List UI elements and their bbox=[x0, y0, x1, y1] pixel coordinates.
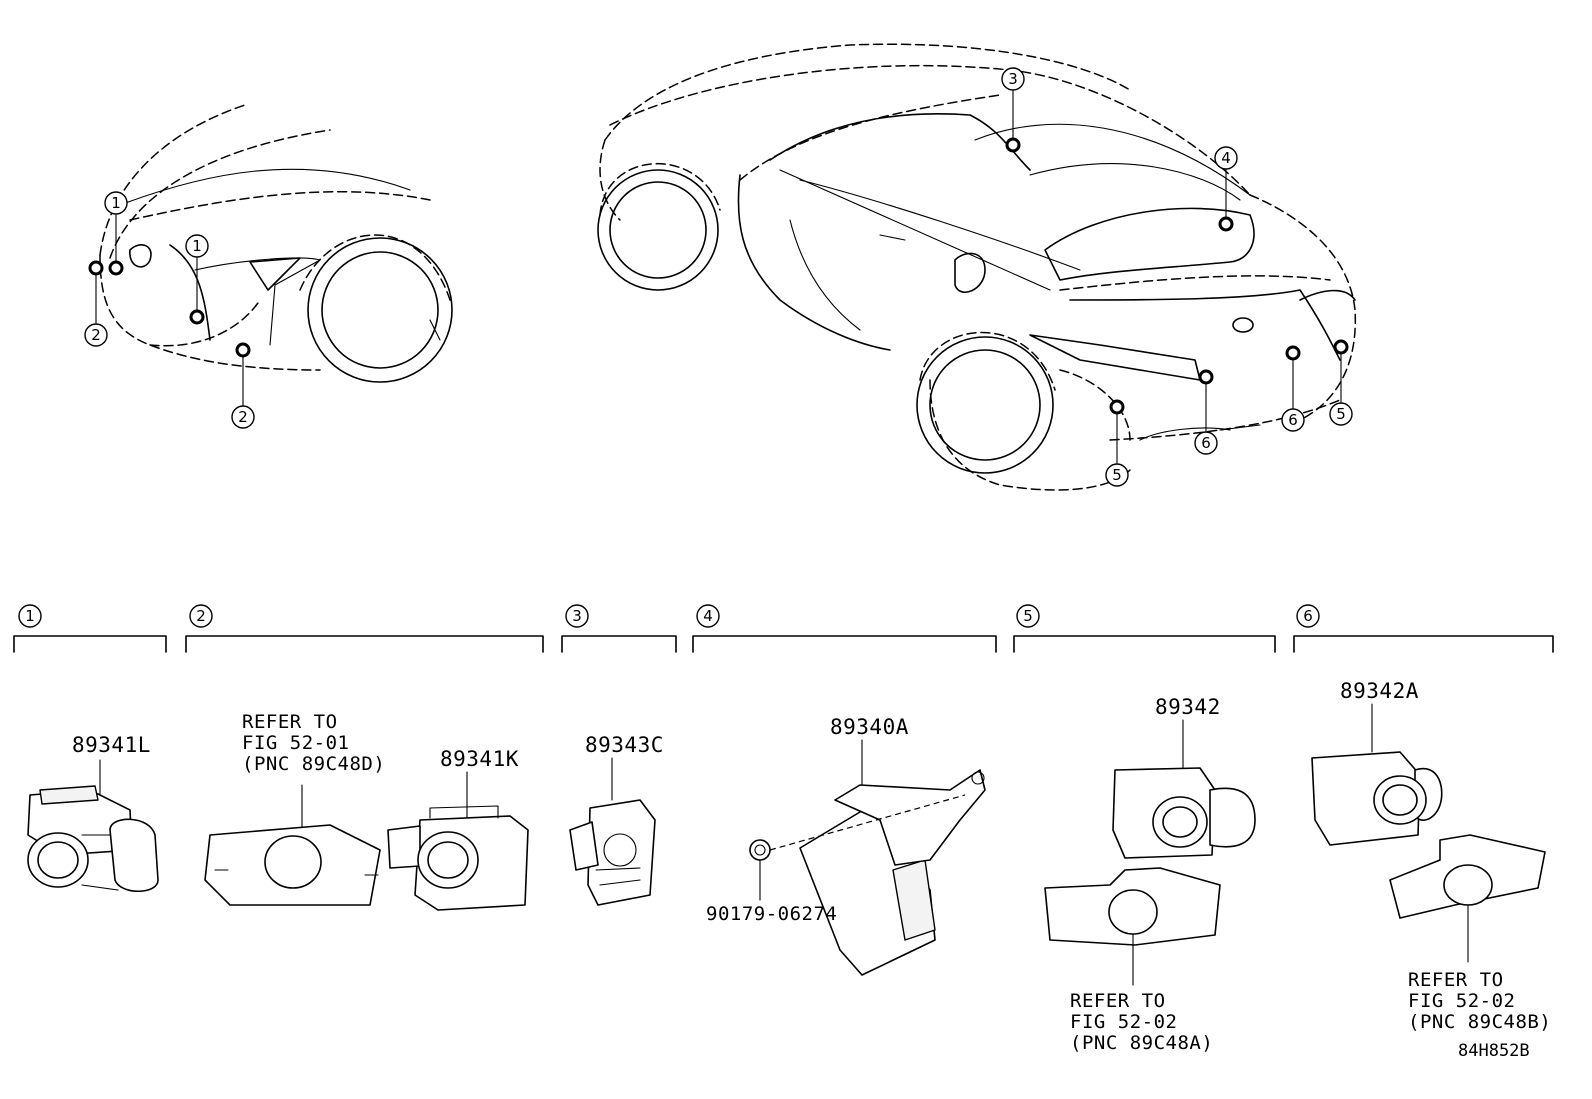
svg-text:2: 2 bbox=[238, 408, 248, 426]
front-sensor-marker bbox=[108, 260, 124, 276]
rear-sensor-marker bbox=[1333, 339, 1349, 355]
callout-2: 2 bbox=[84, 323, 108, 347]
refer-to-text: REFER TO bbox=[1408, 969, 1504, 991]
part-89342A-group: 89342A REFER TO FIG 52-02 (PNC 89C48B) bbox=[1311, 679, 1551, 1033]
refer-pnc-text: (PNC 89C48B) bbox=[1408, 1011, 1551, 1033]
callout-6: 6 bbox=[1194, 431, 1218, 455]
svg-text:5: 5 bbox=[1336, 405, 1346, 423]
svg-text:6: 6 bbox=[1303, 607, 1313, 625]
svg-text:3: 3 bbox=[1008, 70, 1018, 88]
part-89340A: 89340A 90179-06274 bbox=[706, 715, 986, 976]
front-sensor-marker bbox=[235, 342, 251, 358]
refer-pnc-text: (PNC 89C48D) bbox=[242, 753, 385, 775]
svg-text:6: 6 bbox=[1288, 411, 1298, 429]
group-brackets: 1 2 3 4 5 6 bbox=[13, 604, 1554, 653]
part-number-label: 89342 bbox=[1155, 695, 1221, 719]
refer-fig-text: FIG 52-01 bbox=[242, 732, 349, 754]
callout-2: 2 bbox=[231, 405, 255, 429]
rear-sensor-marker bbox=[1198, 369, 1214, 385]
rear-car-view: 3 4 6 5 6 5 bbox=[597, 43, 1357, 491]
refer-fig-text: FIG 52-02 bbox=[1070, 1011, 1177, 1033]
rear-sensor-marker bbox=[1218, 216, 1234, 232]
refer-fig-text: FIG 52-02 bbox=[1408, 990, 1515, 1012]
part-89341L: 89341L bbox=[27, 733, 159, 892]
callout-6: 6 bbox=[1281, 408, 1305, 432]
refer-to-text: REFER TO bbox=[1070, 990, 1166, 1012]
callout-1: 1 bbox=[104, 191, 128, 215]
rear-sensor-marker bbox=[1285, 345, 1301, 361]
part-number-label: 89340A bbox=[830, 715, 909, 739]
front-sensor-marker bbox=[88, 260, 104, 276]
callout-4: 4 bbox=[1214, 146, 1238, 170]
callout-3: 3 bbox=[1001, 67, 1025, 91]
part-number-label: 89343C bbox=[585, 733, 664, 757]
svg-text:5: 5 bbox=[1112, 466, 1122, 484]
svg-text:5: 5 bbox=[1023, 607, 1033, 625]
part-number-label: 89341K bbox=[440, 747, 519, 771]
refer-pnc-text: (PNC 89C48A) bbox=[1070, 1032, 1213, 1054]
part-89343C: 89343C bbox=[569, 733, 664, 906]
part-89342-group: 89342 REFER TO FIG 52-02 (PNC 89C48A) bbox=[1044, 695, 1256, 1054]
svg-text:3: 3 bbox=[572, 607, 582, 625]
refer-to-text: REFER TO bbox=[242, 711, 338, 733]
svg-text:1: 1 bbox=[111, 194, 121, 212]
callout-1: 1 bbox=[185, 234, 209, 258]
rear-sensor-marker bbox=[1109, 399, 1125, 415]
svg-text:1: 1 bbox=[192, 237, 202, 255]
svg-text:2: 2 bbox=[91, 326, 101, 344]
front-car-view: 1 2 1 2 bbox=[84, 104, 453, 429]
diagram-code: 84H852B bbox=[1458, 1041, 1530, 1061]
svg-text:1: 1 bbox=[25, 607, 35, 625]
callout-5: 5 bbox=[1105, 463, 1129, 487]
svg-text:4: 4 bbox=[703, 607, 713, 625]
part-number-label: 89341L bbox=[72, 733, 151, 757]
clip-part-number-label: 90179-06274 bbox=[706, 903, 837, 925]
svg-text:2: 2 bbox=[196, 607, 206, 625]
rear-sensor-marker bbox=[1005, 137, 1021, 153]
svg-text:4: 4 bbox=[1221, 149, 1231, 167]
part-number-label: 89342A bbox=[1340, 679, 1419, 703]
front-sensor-marker bbox=[189, 309, 205, 325]
callout-5: 5 bbox=[1329, 402, 1353, 426]
part-89341K-group: REFER TO FIG 52-01 (PNC 89C48D) 89341K bbox=[204, 711, 529, 911]
svg-text:6: 6 bbox=[1201, 434, 1211, 452]
